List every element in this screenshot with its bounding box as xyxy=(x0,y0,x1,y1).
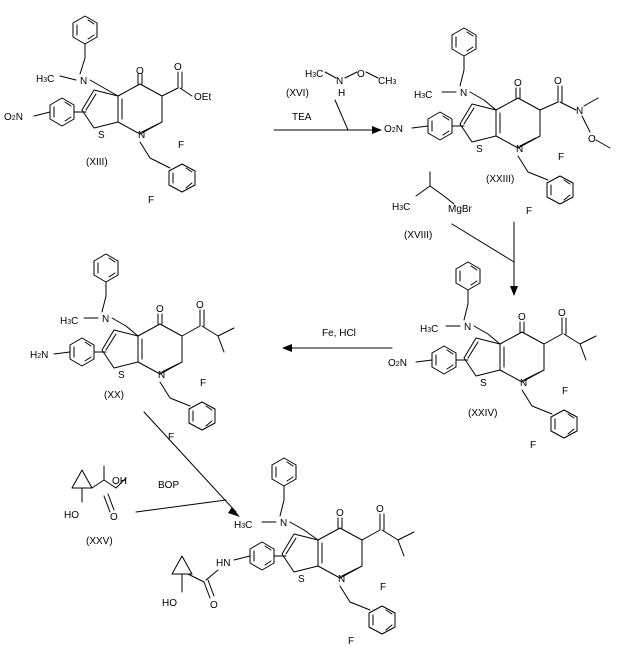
condition-bop: BOP xyxy=(158,480,179,491)
compound-xiii: N H3C O O OEt N S O2N F F (XIII) xyxy=(4,15,211,206)
xxv-ho: HO xyxy=(64,510,79,521)
compound-label-xiii: (XIII) xyxy=(86,157,108,168)
xx-fluoro-top: F xyxy=(200,378,206,389)
condition-fe-hcl: Fe, HCl xyxy=(322,328,356,339)
ring-n-label: N xyxy=(138,130,145,141)
final-fluoro-top: F xyxy=(380,582,386,593)
ketone-o-label: O xyxy=(136,66,144,77)
xvi-h-label: H xyxy=(338,88,345,99)
final-amide-hn: HN xyxy=(216,558,230,569)
final-ho: HO xyxy=(162,598,177,609)
compound-xxiv: N H3C O O N S O2N F F (XXIV) xyxy=(388,261,597,451)
xxiv-amine-n: N xyxy=(464,322,471,333)
final-ketone2-o: O xyxy=(376,504,384,515)
xxiv-fluoro-top: F xyxy=(562,386,568,397)
nitro-label: O2N xyxy=(4,112,23,123)
xxiv-ketone2-o: O xyxy=(558,308,566,319)
xxiii-methyl: H3C xyxy=(414,90,432,101)
xvi-n-label: N xyxy=(336,76,343,87)
xxiii-nitro: O2N xyxy=(384,124,403,135)
fluoro-bottom-label: F xyxy=(148,195,154,206)
xvi-methyl2-label: CH3 xyxy=(378,76,396,87)
final-product: N H3C O O N S HN O HO F F xyxy=(162,457,415,647)
final-fluoro-bottom: F xyxy=(348,636,354,647)
xxiv-ketone-o: O xyxy=(518,312,526,323)
xxiii-amine-n: N xyxy=(460,88,467,99)
xxiv-methyl: H3C xyxy=(420,324,438,335)
xx-amine-n: N xyxy=(102,314,109,325)
final-ring-n: N xyxy=(338,574,345,585)
compound-label-xx: (XX) xyxy=(104,390,124,401)
xxiv-ring-n: N xyxy=(520,378,527,389)
xx-s: S xyxy=(118,370,125,381)
compound-label-xxv: (XXV) xyxy=(86,536,113,547)
final-amine-n: N xyxy=(280,518,287,529)
compound-label-xxiv: (XXIV) xyxy=(468,408,497,419)
xxiii-methoxy-o: O xyxy=(588,134,596,145)
xxiii-s: S xyxy=(476,144,483,155)
xxiii-fluoro-top: F xyxy=(558,152,564,163)
xvi-o-label: O xyxy=(357,69,365,80)
final-s: S xyxy=(298,574,305,585)
reagent-xviii: H3C MgBr (XVIII) xyxy=(392,171,473,241)
final-methyl: H3C xyxy=(234,520,252,531)
xxiii-ketone-o: O xyxy=(514,78,522,89)
ester-oet-label: OEt xyxy=(194,92,211,103)
xviii-mgbr: MgBr xyxy=(448,204,473,215)
xxv-o: O xyxy=(110,512,118,523)
xxiii-fluoro-bottom: F xyxy=(526,206,532,217)
amine-n-label: N xyxy=(80,76,87,87)
xvi-methyl-label: H3C xyxy=(305,69,323,80)
final-amide-o: O xyxy=(210,600,218,611)
reagent-xxv: HO OH O (XXV) xyxy=(64,465,127,547)
xx-fluoro-bottom: F xyxy=(168,432,174,443)
xxiv-s: S xyxy=(480,378,487,389)
xviii-methyl: H3C xyxy=(392,202,410,213)
xxiv-fluoro-bottom: F xyxy=(530,440,536,451)
xx-methyl: H3C xyxy=(60,316,78,327)
compound-label-xviii: (XVIII) xyxy=(404,230,432,241)
xxiii-amide-n: N xyxy=(576,106,583,117)
xx-ketone2-o: O xyxy=(196,300,204,311)
xx-amino: H2N xyxy=(30,350,48,361)
fluoro-top-label: F xyxy=(178,140,184,151)
compound-label-xvi: (XVI) xyxy=(286,88,309,99)
reagent-xvi: H3C N H O CH3 (XVI) TEA xyxy=(286,69,396,123)
condition-tea: TEA xyxy=(292,112,312,123)
xxiii-amide-o: O xyxy=(554,76,562,87)
thiophene-s-label: S xyxy=(98,130,105,141)
compound-xxiii: N H3C O O N O N S O2N F F (XXIII) xyxy=(384,27,611,217)
xxiv-nitro: O2N xyxy=(388,358,407,369)
compound-label-xxiii: (XXIII) xyxy=(486,174,514,185)
ester-o-label: O xyxy=(174,62,182,73)
xx-ketone-o: O xyxy=(156,304,164,315)
methyl-label: H3C xyxy=(36,74,54,85)
xx-ring-n: N xyxy=(158,370,165,381)
compound-xx: N H3C O O N S H2N F F (XX) xyxy=(30,253,235,443)
arrow-step-4 xyxy=(135,499,227,513)
final-ketone-o: O xyxy=(336,508,344,519)
xxiii-ring-n: N xyxy=(516,144,523,155)
xxv-oh: OH xyxy=(112,476,127,487)
